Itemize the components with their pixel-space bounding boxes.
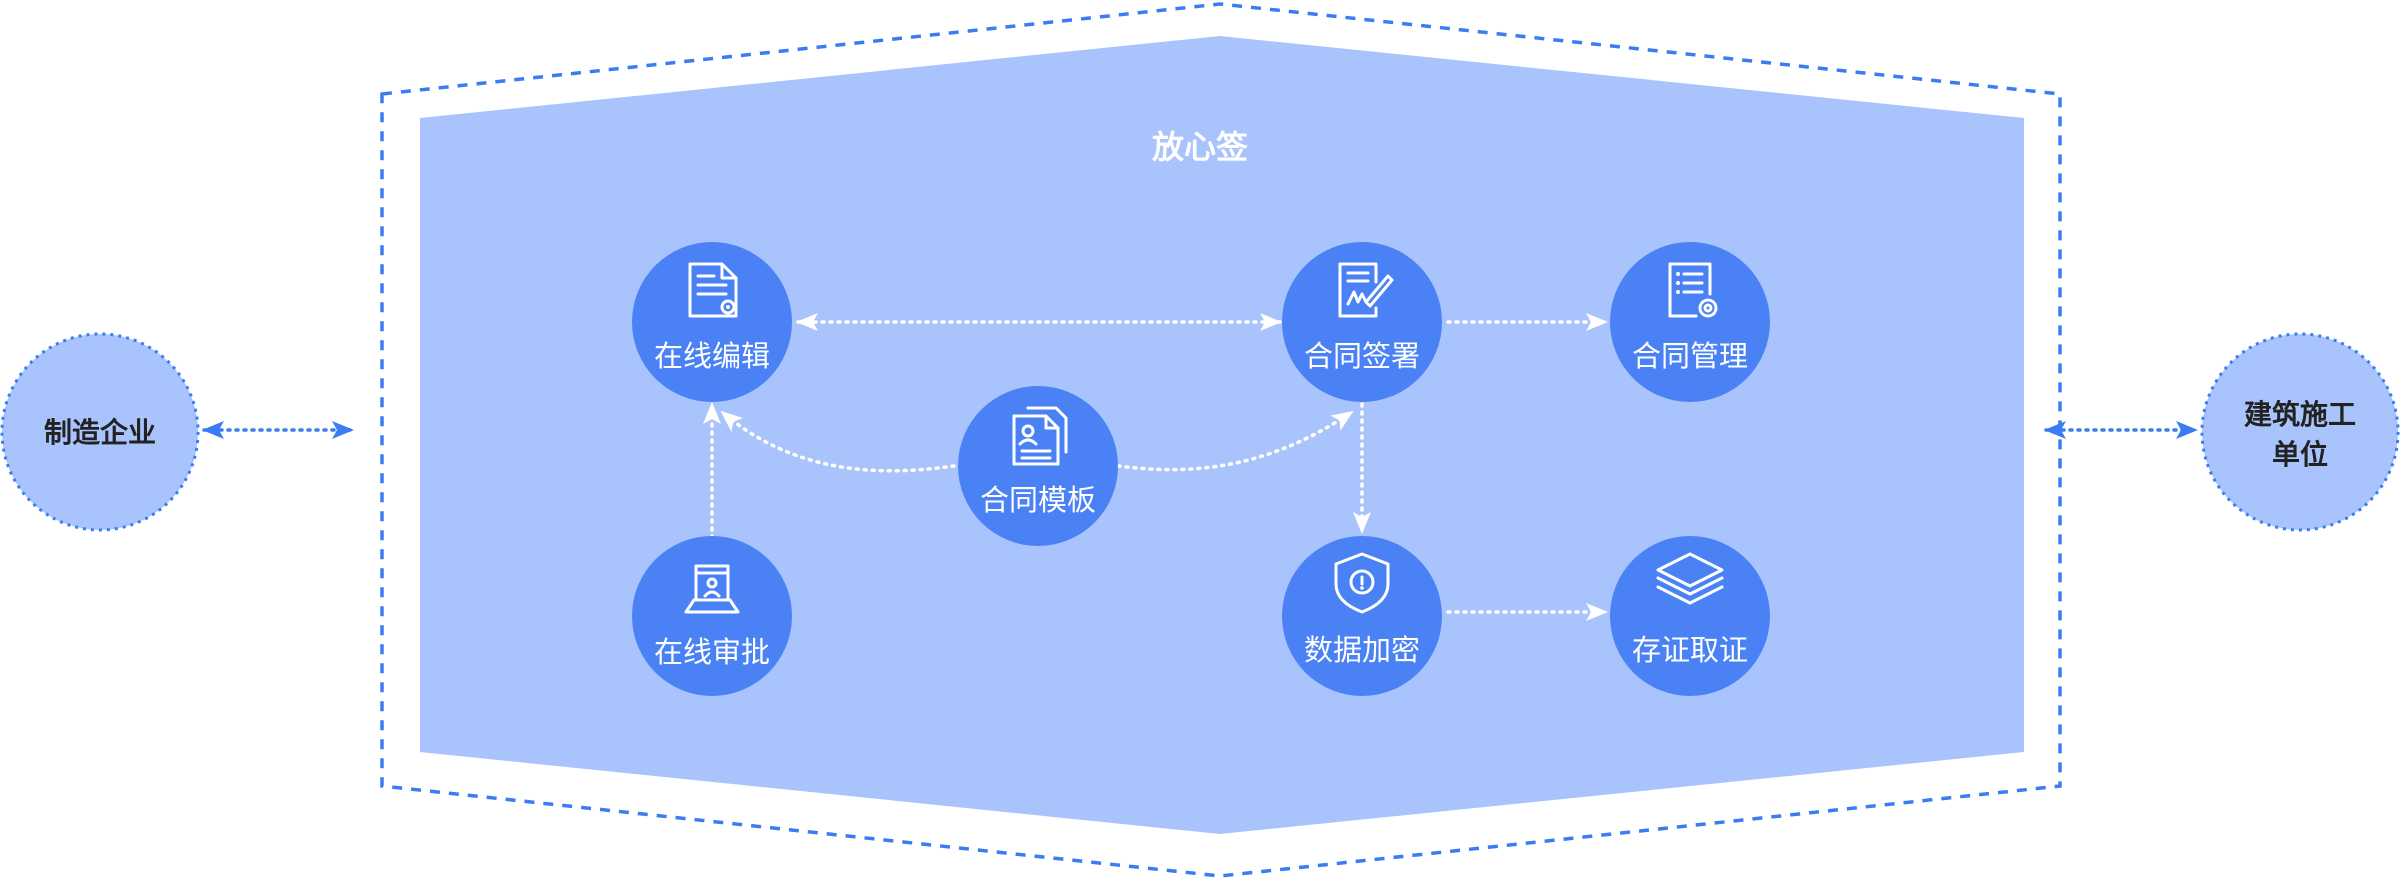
node-manage-circle (1610, 242, 1770, 402)
node-edit-circle (632, 242, 792, 402)
document-settings-icon (1668, 262, 1718, 318)
node-encrypt-label: 数据加密 (1304, 633, 1420, 667)
node-template-circle (958, 386, 1118, 546)
layers-icon (1656, 552, 1724, 605)
node-evidence-circle (1610, 536, 1770, 696)
node-approve[interactable]: 在线审批 (632, 536, 792, 696)
node-encrypt[interactable]: 数据加密 (1282, 536, 1442, 696)
node-template-label: 合同模板 (980, 483, 1096, 517)
node-manage-label: 合同管理 (1632, 339, 1748, 373)
external-right-node: 建筑施工 单位 (2200, 332, 2400, 532)
link-template-sign (1116, 410, 1354, 472)
node-manage[interactable]: 合同管理 (1610, 242, 1770, 402)
external-right-label-line1: 建筑施工 (2244, 398, 2356, 431)
node-sign-label: 合同签署 (1304, 339, 1420, 373)
external-left-node: 制造企业 (0, 332, 200, 532)
node-sign[interactable]: 合同签署 (1282, 242, 1442, 402)
node-edit[interactable]: 在线编辑 (632, 242, 792, 402)
node-sign-circle (1282, 242, 1442, 402)
link-template-edit (720, 410, 956, 473)
stamp-approval-icon (684, 564, 740, 614)
node-evidence-label: 存证取证 (1632, 633, 1748, 667)
platform-dashed-border (380, 2, 2062, 878)
external-left-circle (0, 332, 200, 532)
template-files-icon (1012, 406, 1068, 466)
shield-icon (1334, 552, 1390, 614)
node-evidence[interactable]: 存证取证 (1610, 536, 1770, 696)
external-left-label: 制造企业 (44, 416, 156, 449)
node-template[interactable]: 合同模板 (958, 386, 1118, 546)
sign-pen-icon (1338, 262, 1394, 318)
node-encrypt-circle (1282, 536, 1442, 696)
document-edit-icon (688, 262, 738, 318)
node-approve-label: 在线审批 (654, 635, 770, 669)
node-approve-circle (632, 536, 792, 696)
platform-title: 放心签 (1152, 128, 1248, 166)
external-right-circle (2200, 332, 2400, 532)
external-right-label-line2: 单位 (2272, 438, 2328, 471)
node-edit-label: 在线编辑 (654, 339, 770, 373)
